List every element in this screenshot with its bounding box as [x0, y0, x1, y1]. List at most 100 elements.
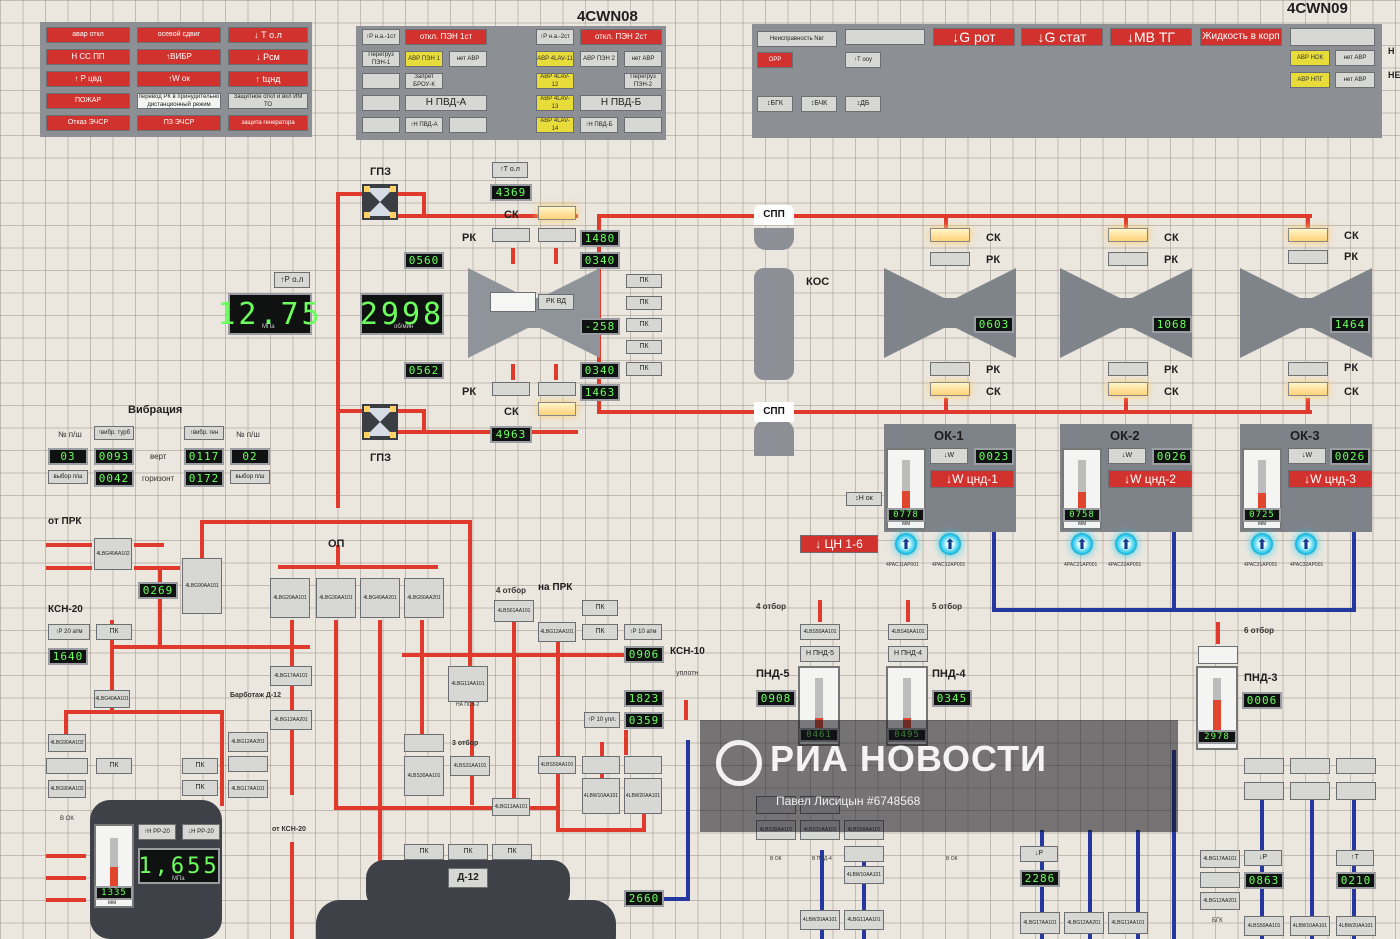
alarm-tile[interactable]: осевой сдвиг [137, 27, 221, 43]
vib-select-button[interactable]: выбор п/ш [230, 470, 270, 484]
alarm-tile-blank[interactable] [1290, 28, 1375, 46]
alarm-tile[interactable]: ↕БЧК [801, 96, 837, 112]
valve-block[interactable]: 4LBG17AA101 [270, 666, 312, 686]
p20-button[interactable]: ↑Р 20 атм [48, 624, 90, 640]
alarm-tile[interactable]: АВР ПЭН 1 [405, 51, 443, 67]
alarm-tile-blank[interactable] [362, 73, 400, 89]
alarm-tile[interactable]: нет АВР [624, 51, 662, 67]
rk-tile[interactable] [1288, 250, 1328, 264]
pk-button[interactable]: ПК [626, 318, 662, 332]
valve-block[interactable]: 4LBW20AA101 [800, 910, 840, 930]
alarm-tile[interactable]: ↓G рот [933, 28, 1015, 46]
valve-block[interactable]: 4LBW10AA101 [844, 866, 884, 884]
pk-button[interactable]: ПК [582, 624, 618, 640]
h-pr20-button[interactable]: ↑Н РР-20 [138, 824, 176, 840]
rk-vd-label[interactable]: РК ВД [538, 294, 574, 310]
alarm-tile[interactable]: ↓G стат [1021, 28, 1103, 46]
alarm-tile[interactable]: ↑Р н.а.-1ст [362, 29, 400, 45]
t-ol-button[interactable]: ↑Т о.л [492, 162, 528, 178]
t-button[interactable]: ↑Т [1336, 850, 1374, 866]
pump-up-icon[interactable]: ⬆ [1115, 533, 1137, 555]
pk-button[interactable]: ПК [626, 296, 662, 310]
valve-block[interactable]: 4LBS31AA101 [450, 756, 490, 776]
valve-block[interactable]: 4LBS30AA101 [404, 756, 444, 796]
valve-block[interactable]: 4LBS61AA101 [494, 600, 534, 622]
pk-button[interactable]: ПК [626, 340, 662, 354]
vib-gen-button[interactable]: ↑вибр. ген [184, 426, 224, 440]
valve-icon[interactable] [360, 402, 400, 442]
rk-tile[interactable] [1108, 362, 1148, 376]
valve-block[interactable]: 4LBW20AA101 [624, 778, 662, 814]
alarm-tile[interactable]: Жидкость в корп [1200, 28, 1282, 46]
p-button[interactable]: ↓Р [1244, 850, 1282, 866]
pk-button[interactable]: ПК [626, 274, 662, 288]
p10-upl-button[interactable]: ↑Р 10 упл. [584, 712, 620, 728]
alarm-tile[interactable]: Запрет БРОУ-К [405, 73, 443, 89]
rk-tile[interactable] [492, 382, 530, 396]
pump-up-icon[interactable]: ⬆ [1295, 533, 1317, 555]
alarm-tile[interactable]: АВР 4LAV-14 [536, 117, 574, 133]
pk-button[interactable]: ПК [448, 844, 488, 860]
alarm-tile[interactable]: ОРР [757, 52, 793, 68]
p10-button[interactable]: ↑Р 10 атм [624, 624, 662, 640]
alarm-tile[interactable]: Н ПВД-Б [580, 95, 662, 111]
valve-block[interactable]: 4LBG12AA201 [1200, 892, 1240, 910]
alarm-tile[interactable]: АВР 4LAV-12 [536, 73, 574, 89]
alarm-tile[interactable]: ПОЖАР [46, 93, 130, 109]
pump-up-icon[interactable]: ⬆ [895, 533, 917, 555]
alarm-tile[interactable]: АВР НОК [1290, 50, 1330, 66]
valve-block[interactable]: 4LBG11AA101 [1108, 912, 1148, 934]
alarm-tile[interactable]: нет АВР [1335, 50, 1375, 66]
pump-up-icon[interactable]: ⬆ [1071, 533, 1093, 555]
h-pnd4-button[interactable]: Н ПНД-4 [888, 646, 928, 662]
valve-block[interactable]: 4LBG50AA201 [404, 578, 444, 618]
valve-block[interactable]: 4LBG40AA101 [94, 690, 130, 708]
valve-block[interactable]: 4LBG12AA201 [228, 732, 268, 752]
valve-block[interactable]: 4LBG40AA201 [360, 578, 400, 618]
alarm-tile[interactable]: откл. ПЭН 1ст [405, 29, 487, 45]
w-cnd-alarm[interactable]: ↓W цнд-2 [1108, 470, 1192, 488]
p-button[interactable]: ↓Р [1020, 846, 1058, 862]
valve-block[interactable]: 4LBG20AA101 [270, 578, 310, 618]
alarm-tile-blank[interactable] [362, 95, 400, 111]
alarm-tile[interactable]: нет АВР [449, 51, 487, 67]
alarm-tile-blank[interactable] [845, 29, 925, 45]
valve-block[interactable]: 4LBG30AA101 [316, 578, 356, 618]
valve-block[interactable]: 4LBW10AA101 [1290, 916, 1330, 936]
vib-turb-button[interactable]: ↑вибр. турб [94, 426, 134, 440]
valve-block[interactable]: 4LBS50AA101 [1244, 916, 1284, 936]
alarm-tile[interactable]: ↑Н ПВД-Б [580, 117, 618, 133]
alarm-tile[interactable]: ↑Н ПВД-А [405, 117, 443, 133]
alarm-tile[interactable]: ПЗ ЭЧСР [137, 115, 221, 131]
valve-block[interactable]: 4LBG90AA102 [48, 734, 86, 752]
alarm-tile[interactable]: ↓ Рсм [228, 49, 308, 65]
alarm-tile[interactable]: Отказ ЭЧСР [46, 115, 130, 131]
alarm-tile[interactable]: ↕БГК [757, 96, 793, 112]
rk-tile[interactable] [1108, 252, 1148, 266]
valve-block[interactable]: 4LBG17AA101 [1200, 850, 1240, 868]
alarm-tile[interactable]: АВР 4LAV-11 [536, 51, 574, 67]
pk-button[interactable]: ПК [626, 362, 662, 376]
valve-block[interactable]: 4LBS50AA101 [538, 756, 576, 774]
alarm-tile[interactable]: АВР НПГ [1290, 72, 1330, 88]
valve-block[interactable]: 4LBG12AA201 [1064, 912, 1104, 934]
alarm-tile[interactable]: ↑ВИБР [137, 49, 221, 65]
valve-block[interactable]: 4LBG90AA102 [48, 780, 86, 798]
pk-button[interactable]: ПК [404, 844, 444, 860]
rk-tile[interactable] [538, 228, 576, 242]
w-button[interactable]: ↓W [1108, 448, 1146, 464]
valve-block[interactable]: 4LBS40AA101 [888, 624, 928, 640]
pk-button[interactable]: ПК [96, 624, 132, 640]
valve-icon[interactable] [360, 182, 400, 222]
valve-block[interactable]: 4LBG12AA201 [270, 710, 312, 730]
rk-tile[interactable] [930, 252, 970, 266]
alarm-tile-blank[interactable] [362, 117, 400, 133]
alarm-tile[interactable]: ↓ Т о.л [228, 27, 308, 43]
h-ok-button[interactable]: ↕Н ок [846, 492, 882, 506]
alarm-tile[interactable]: Защитное откл и вкл ИМ ТО [228, 93, 308, 109]
alarm-tile[interactable]: Н СС ПП [46, 49, 130, 65]
vib-select-button[interactable]: выбор п/ш [48, 470, 88, 484]
valve-block[interactable]: 4LBG11AA101 [448, 666, 488, 702]
alarm-tile[interactable]: откл. ПЭН 2ст [580, 29, 662, 45]
valve-block[interactable]: 4LBG17AA101 [1020, 912, 1060, 934]
